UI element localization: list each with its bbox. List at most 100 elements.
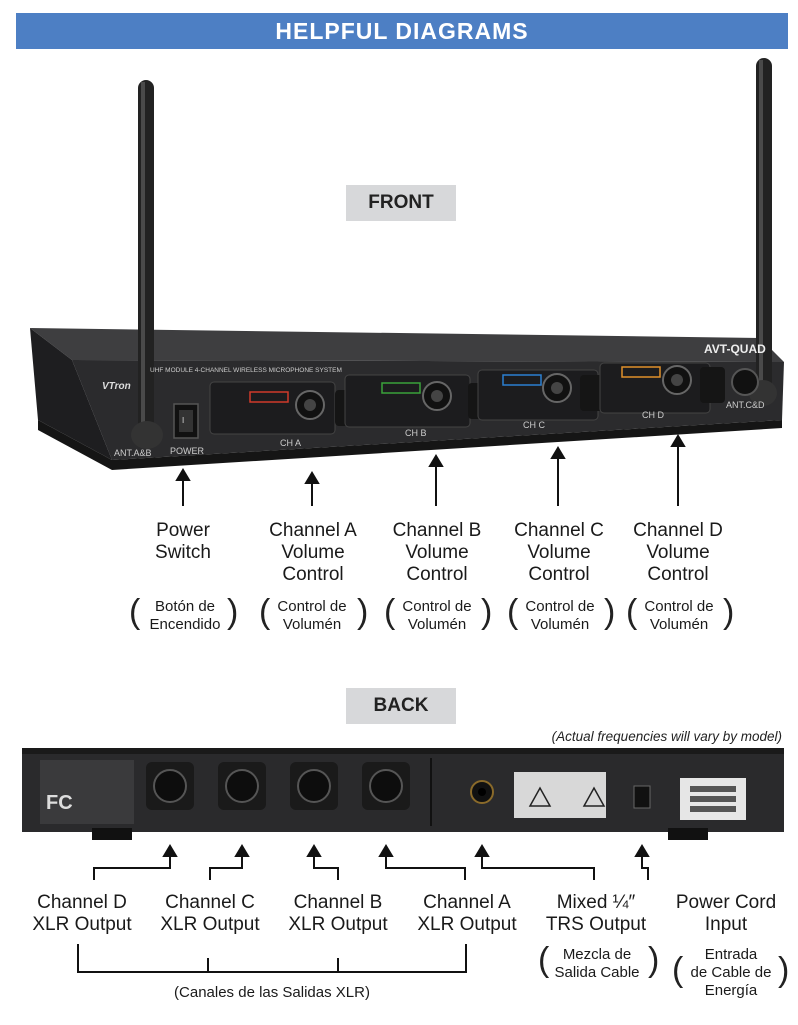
paren-open: (	[259, 593, 271, 631]
callout-line: Channel A	[423, 892, 511, 913]
spanish-line: Mezcla de	[562, 946, 632, 963]
callout-line: Control	[528, 564, 590, 585]
spanish-power-cord: Entrada de Cable de Energía	[676, 946, 786, 1000]
back-section-label: BACK	[346, 688, 456, 724]
callout-channel-c-volume: Channel C Volume Control	[503, 520, 615, 586]
spanish-line: Volumén	[282, 616, 342, 633]
spanish-line: Volumén	[407, 616, 467, 633]
device-model: AVT-QUAD	[704, 342, 766, 356]
back-arrows	[77, 844, 650, 973]
channel-module-c	[477, 369, 605, 421]
paren-close: )	[723, 593, 735, 631]
ch-a-tag: CH A	[280, 438, 302, 448]
callout-power-cord: Power Cord Input	[664, 892, 788, 936]
spanish-mixed-trs: Mezcla de Salida Cable	[544, 946, 650, 982]
callout-line: Channel A	[269, 520, 357, 541]
page-banner: HELPFUL DIAGRAMS	[16, 13, 788, 49]
callout-line: XLR Output	[288, 914, 388, 935]
ch-c-tag: CH C	[523, 420, 545, 430]
paren-open: (	[129, 593, 141, 631]
front-label-text: FRONT	[368, 192, 434, 213]
callout-line: Volume	[281, 542, 345, 563]
spanish-line: Control de	[277, 598, 347, 615]
callout-line: Control	[647, 564, 709, 585]
power-label: POWER	[170, 446, 205, 456]
ch-d-tag: CH D	[642, 410, 664, 420]
paren-close: )	[227, 593, 239, 631]
paren-close: )	[778, 951, 790, 989]
paren-close: )	[604, 593, 616, 631]
spanish-power-switch: Botón de Encendido	[139, 598, 231, 634]
ch-b-tag: CH B	[405, 428, 427, 438]
paren-close: )	[648, 941, 660, 979]
callout-line: Volume	[405, 542, 469, 563]
callout-mixed-trs: Mixed ¼″ TRS Output	[538, 892, 654, 936]
paren-open: (	[384, 593, 396, 631]
callout-channel-a-volume: Channel A Volume Control	[257, 520, 369, 586]
callout-channel-c-xlr: Channel C XLR Output	[148, 892, 272, 936]
callout-line: Channel C	[514, 520, 604, 541]
callout-channel-a-xlr: Channel A XLR Output	[405, 892, 529, 936]
spanish-channel-b: Control de Volumén	[389, 598, 485, 634]
callout-line: Volume	[646, 542, 710, 563]
callout-channel-d-xlr: Channel D XLR Output	[20, 892, 144, 936]
spanish-line: Botón de	[154, 598, 216, 615]
frequency-note: (Actual frequencies will vary by model)	[551, 729, 782, 744]
callout-line: TRS Output	[545, 914, 647, 935]
callout-line: XLR Output	[417, 914, 517, 935]
spanish-channel-c: Control de Volumén	[512, 598, 608, 634]
spanish-line: Control de	[644, 598, 714, 615]
front-arrows	[175, 434, 686, 506]
channel-module-d	[599, 362, 725, 414]
banner-title: HELPFUL DIAGRAMS	[275, 17, 529, 44]
paren-open: (	[672, 951, 684, 989]
callout-line: XLR Output	[32, 914, 132, 935]
paren-open: (	[626, 593, 638, 631]
callout-line: Volume	[527, 542, 591, 563]
fcc-mark: FC	[46, 792, 73, 814]
device-brand: VTron	[102, 381, 131, 392]
xlr-connector-c	[218, 762, 266, 810]
callout-line: Channel B	[293, 892, 383, 913]
front-chassis-top	[30, 328, 784, 362]
spanish-line: de Cable de	[690, 964, 772, 981]
spanish-line: Volumén	[649, 616, 709, 633]
antenna-left	[138, 80, 154, 440]
xlr-group-label: (Canales de las Salidas XLR)	[174, 984, 370, 1001]
spanish-channel-a: Control de Volumén	[264, 598, 360, 634]
callout-line: Channel B	[392, 520, 482, 541]
paren-close: )	[357, 593, 369, 631]
callout-line: Control	[282, 564, 344, 585]
device-system-text: UHF MODULE 4-CHANNEL WIRELESS MICROPHONE…	[150, 367, 342, 374]
spanish-line: Encendido	[149, 616, 221, 633]
spanish-channel-d: Control de Volumén	[631, 598, 727, 634]
callout-line: Power Cord	[675, 892, 777, 913]
back-device-illustration	[22, 748, 784, 840]
callout-line: XLR Output	[160, 914, 260, 935]
callout-line: Channel C	[165, 892, 255, 913]
spanish-line: Entrada	[704, 946, 758, 963]
power-cord-input	[633, 785, 651, 809]
callout-line: Mixed ¼″	[556, 892, 636, 913]
paren-open: (	[538, 941, 550, 979]
callout-line: Switch	[155, 542, 211, 563]
callout-line: Control	[406, 564, 468, 585]
callout-power-switch: Power Switch	[143, 520, 223, 564]
spanish-line: Salida Cable	[554, 964, 640, 981]
svg-text:I: I	[182, 416, 184, 425]
ant-cd-label: ANT.C&D	[726, 400, 765, 410]
ant-ab-label: ANT.A&B	[114, 448, 152, 458]
callout-line: Channel D	[633, 520, 723, 541]
warning-label	[514, 772, 606, 818]
callout-line: Channel D	[37, 892, 127, 913]
callout-line: Input	[704, 914, 748, 935]
spanish-line: Volumén	[530, 616, 590, 633]
spanish-line: Control de	[402, 598, 472, 615]
spanish-line: Control de	[525, 598, 595, 615]
trs-output-jack	[470, 780, 494, 804]
front-chassis-side	[30, 328, 112, 460]
front-section-label: FRONT	[346, 185, 456, 221]
spanish-line: Energía	[704, 982, 758, 999]
callout-channel-b-volume: Channel B Volume Control	[381, 520, 493, 586]
